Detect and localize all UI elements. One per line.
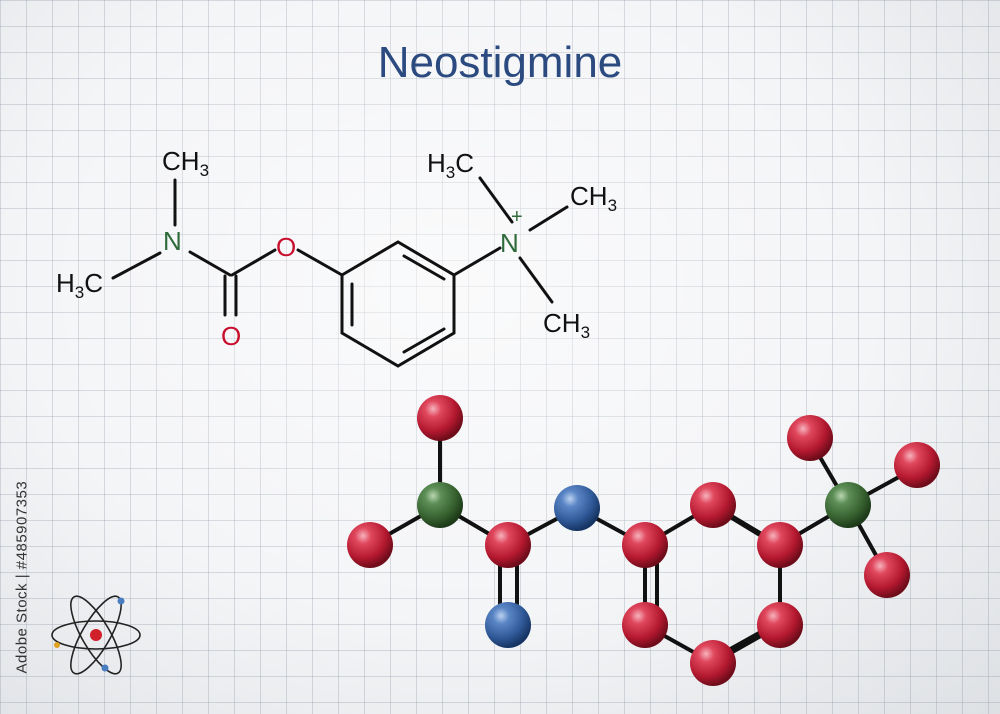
atom-carbon-methyl-nplus-bottom bbox=[864, 552, 910, 598]
ring-double-bond-3 bbox=[402, 327, 446, 354]
label-ch3-top: CH3 bbox=[162, 146, 209, 180]
atom-carbon-methyl-top bbox=[417, 395, 463, 441]
label-h3c-top: H3C bbox=[427, 148, 474, 182]
atom-oxygen-ester bbox=[554, 485, 600, 531]
stock-id-watermark: Adobe Stock | #485907353 bbox=[13, 480, 31, 674]
label-h3c-left: H3C bbox=[56, 268, 103, 302]
atom-ring-carbon-4 bbox=[757, 602, 803, 648]
bond-n-h3c-left bbox=[111, 251, 162, 280]
atom-carbon-methyl-left bbox=[347, 522, 393, 568]
bond-n-ch3-right bbox=[528, 205, 569, 232]
label-ch3-right: CH3 bbox=[570, 181, 617, 215]
atom-ring-carbon-5 bbox=[690, 640, 736, 686]
atom-ring-carbon-6 bbox=[622, 602, 668, 648]
bond-n-h3c-top bbox=[478, 176, 514, 224]
ring-double-bond-2 bbox=[402, 254, 446, 281]
label-ch3-bottom: CH3 bbox=[543, 308, 590, 342]
atom-ring-carbon-3 bbox=[757, 522, 803, 568]
label-oxygen-carbonyl: O bbox=[221, 321, 241, 351]
atom-carbon-methyl-nplus-right bbox=[894, 442, 940, 488]
label-positive-charge: + bbox=[511, 206, 523, 228]
bond-ring-n bbox=[452, 246, 502, 277]
label-oxygen-ester: O bbox=[276, 232, 296, 262]
bond-n-c bbox=[188, 250, 232, 277]
atom-carbon-methyl-nplus-top bbox=[787, 415, 833, 461]
atom-nitrogen-quaternary bbox=[825, 482, 871, 528]
label-nitrogen-quaternary: N bbox=[500, 228, 519, 258]
atom-ring-carbon-2 bbox=[690, 482, 736, 528]
bond-c-o-ester bbox=[230, 248, 277, 277]
bond-o-ring bbox=[296, 248, 344, 277]
benzene-ring bbox=[340, 240, 456, 368]
page-title: Neostigmine bbox=[377, 38, 623, 87]
label-nitrogen: N bbox=[163, 226, 182, 256]
atom-oxygen-carbonyl bbox=[485, 602, 531, 648]
atom-carbon-carbonyl bbox=[485, 522, 531, 568]
atom-nitrogen bbox=[417, 482, 463, 528]
bond-n-ch3-bottom bbox=[518, 256, 554, 304]
atom-ring-carbon-1 bbox=[622, 522, 668, 568]
